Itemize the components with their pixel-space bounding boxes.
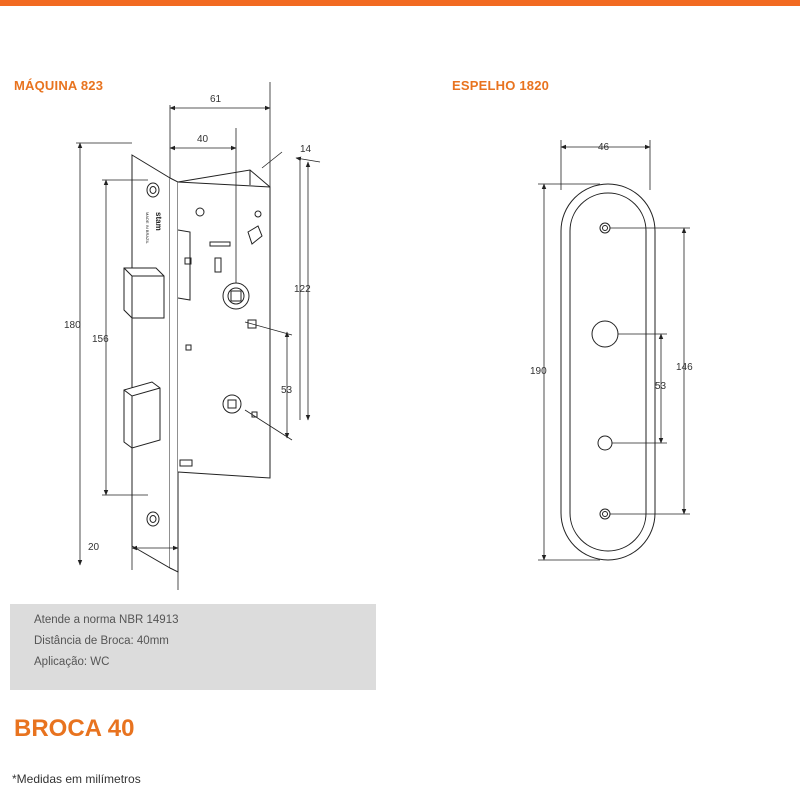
- brand-logo: stam: [154, 212, 163, 231]
- dim-width-total: 61: [210, 94, 222, 105]
- plate-section-title: ESPELHO 1820: [452, 78, 550, 93]
- footnote: *Medidas em milímetros: [12, 772, 141, 786]
- lock-section-title: MÁQUINA 823: [14, 78, 104, 93]
- plate-outer: [560, 183, 656, 561]
- dim-plate-screw-spacing: 146: [676, 362, 693, 373]
- dim-plate-hole-spacing: 53: [655, 381, 667, 392]
- dim-depth-offset: 14: [300, 144, 312, 155]
- dim-hole-spacing: 53: [281, 385, 293, 396]
- escutcheon-plate-drawing: [560, 183, 656, 561]
- mortise-lock-drawing: [123, 154, 271, 573]
- spec-standard: Atende a norma NBR 14913: [34, 614, 179, 626]
- spec-backset: Distância de Broca: 40mm: [34, 635, 169, 647]
- dim-height-inner: 156: [92, 334, 109, 345]
- spec-info-box: Atende a norma NBR 14913 Distância de Br…: [10, 604, 376, 690]
- spec-application: Aplicação: WC: [34, 656, 110, 668]
- product-label: BROCA 40: [14, 715, 135, 742]
- brand-subtext: MADE IN BRAZIL: [145, 212, 150, 245]
- dim-backset: 40: [197, 134, 209, 145]
- dim-plate-height: 190: [530, 366, 547, 377]
- dim-faceplate-width: 20: [88, 542, 100, 553]
- dim-height-faceplate: 180: [64, 320, 81, 331]
- plate-inner: [569, 192, 647, 552]
- latch-bolt: [123, 267, 165, 319]
- faceplate-screw-bottom: [146, 511, 160, 527]
- dim-height-case: 122: [294, 284, 311, 295]
- faceplate-screw-top: [146, 182, 160, 198]
- lock-case: [177, 181, 271, 479]
- privacy-hub: [222, 394, 242, 414]
- dim-plate-width: 46: [598, 142, 610, 153]
- top-accent-bar: [0, 0, 800, 6]
- dead-bolt: [123, 381, 161, 449]
- lock-faceplate: [131, 154, 171, 569]
